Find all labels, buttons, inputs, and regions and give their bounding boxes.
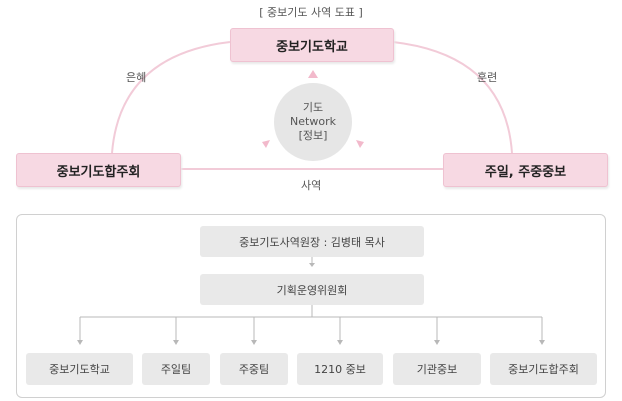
team-sunday: 주일팀 xyxy=(142,353,210,385)
team-weekday: 주중팀 xyxy=(220,353,288,385)
team-school: 중보기도학교 xyxy=(26,353,133,385)
diagram-caption: [ 중보기도 사역 도표 ] xyxy=(259,6,363,19)
relation-training: 훈련 xyxy=(477,71,498,84)
arrow-down-left-icon xyxy=(262,140,270,148)
relation-ministry: 사역 xyxy=(301,179,322,192)
org-chart-frame xyxy=(16,214,606,398)
center-line-3: [정보] xyxy=(298,129,328,142)
committee-box: 기획운영위원회 xyxy=(200,274,424,305)
team-institution: 기관중보 xyxy=(393,353,481,385)
director-box: 중보기도사역원장 : 김병태 목사 xyxy=(200,226,424,257)
node-sunday-weekday: 주일, 주중중보 xyxy=(443,153,608,187)
arrow-down-icon xyxy=(309,263,315,267)
team-1210: 1210 중보 xyxy=(297,353,383,385)
arrow-down-right-icon xyxy=(356,140,364,148)
relation-grace: 은혜 xyxy=(126,71,147,84)
arc-right xyxy=(392,41,513,154)
node-concert: 중보기도합주회 xyxy=(16,153,181,187)
prayer-network-circle: 기도 Network [정보] xyxy=(274,83,352,161)
arc-left xyxy=(111,41,231,154)
center-line-2: Network xyxy=(290,115,336,128)
node-school: 중보기도학교 xyxy=(230,28,394,62)
arrow-up-icon xyxy=(308,70,318,78)
center-line-1: 기도 xyxy=(302,101,324,114)
team-concert: 중보기도합주회 xyxy=(490,353,597,385)
